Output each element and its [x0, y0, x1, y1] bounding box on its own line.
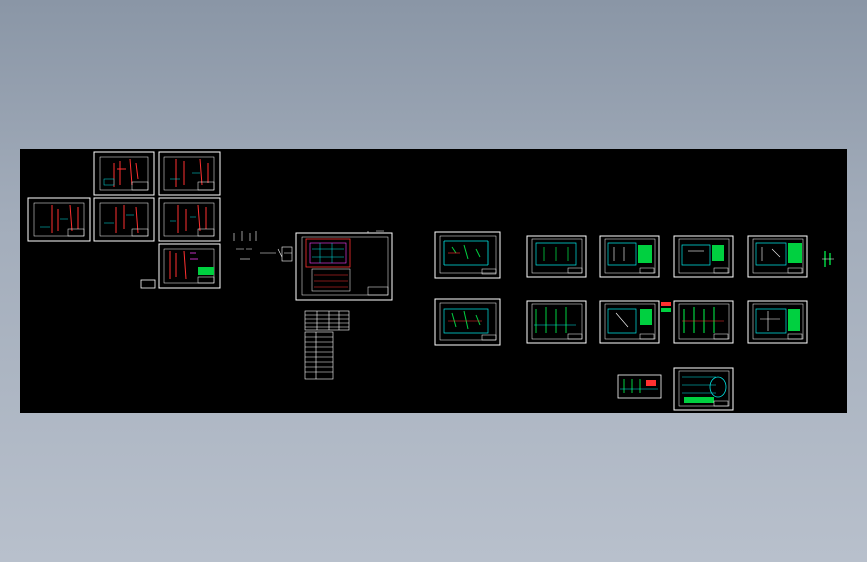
drawing-sheet[interactable]	[526, 235, 587, 278]
cad-drawing-svg	[27, 151, 834, 411]
drawing-sheet[interactable]	[158, 243, 221, 289]
drawing-sheet[interactable]	[617, 374, 662, 399]
right-bottom-row	[617, 367, 734, 411]
drawing-sheet[interactable]	[27, 197, 91, 242]
drawing-sheet[interactable]	[599, 235, 660, 278]
right-upper-row	[434, 231, 834, 279]
drawing-sheet[interactable]	[673, 235, 734, 278]
drawing-sheet[interactable]	[599, 300, 660, 344]
small-detail[interactable]	[822, 251, 834, 267]
drawing-sheet[interactable]	[747, 300, 808, 344]
drawing-sheet[interactable]	[158, 151, 221, 196]
drawing-sheet[interactable]	[434, 298, 501, 346]
small-tag	[661, 302, 671, 312]
drawing-sheet[interactable]	[526, 300, 587, 344]
center-plan-sheet[interactable]	[295, 230, 393, 301]
drawing-sheet[interactable]	[434, 231, 501, 279]
drawing-sheet[interactable]	[93, 197, 155, 242]
drawing-sheet[interactable]	[93, 151, 155, 196]
drawing-sheet[interactable]	[673, 300, 734, 344]
drawing-sheet[interactable]	[673, 367, 734, 411]
section-markers	[233, 231, 293, 262]
drawing-sheet[interactable]	[158, 197, 221, 242]
legend-box	[140, 279, 156, 289]
cad-drawing-canvas[interactable]	[20, 149, 847, 413]
drawing-sheet[interactable]	[747, 235, 808, 278]
schedule-table	[304, 310, 350, 380]
right-lower-row	[434, 298, 808, 346]
left-detail-sheets	[27, 151, 221, 289]
